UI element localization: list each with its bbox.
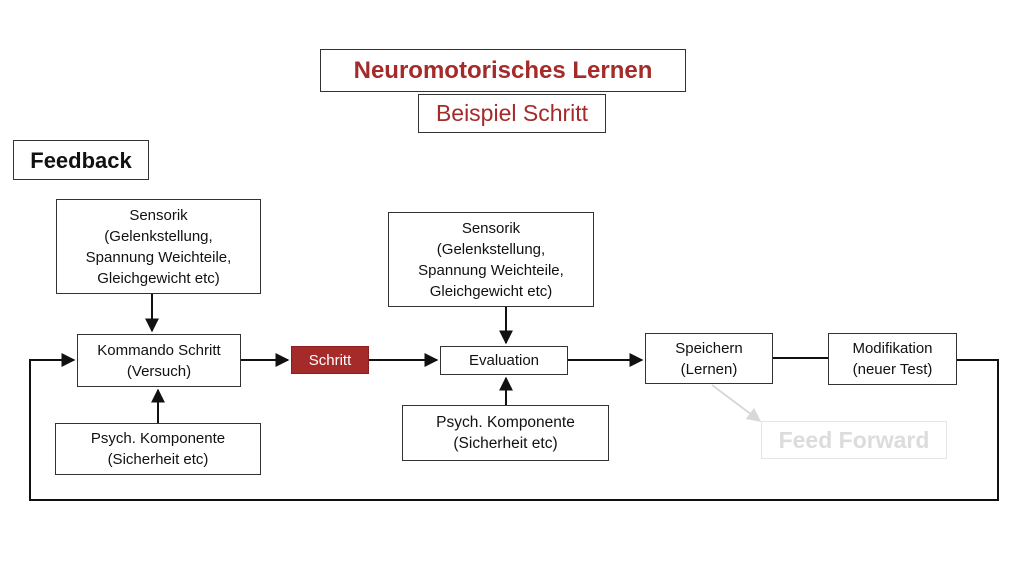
diagram-title: Neuromotorisches Lernen <box>320 49 686 92</box>
node-text-line: Spannung Weichteile, <box>418 261 564 279</box>
node-text-line: (Sicherheit etc) <box>453 435 558 452</box>
node-psych-right: Psych. Komponente (Sicherheit etc) <box>402 405 609 461</box>
node-schritt: Schritt <box>291 346 369 374</box>
node-text-line: Spannung Weichteile, <box>85 248 232 266</box>
node-text-line: Psych. Komponente <box>436 414 575 431</box>
node-modifikation: Modifikation (neuer Test) <box>828 333 957 385</box>
node-psych-left: Psych. Komponente (Sicherheit etc) <box>55 423 261 475</box>
node-text-line: Modifikation <box>852 340 933 357</box>
node-text-line: Sensorik <box>461 219 521 237</box>
node-text-line: Gleichgewicht etc) <box>97 269 220 287</box>
node-sensorik-right: Sensorik (Gelenkstellung, Spannung Weich… <box>388 212 594 307</box>
node-evaluation: Evaluation <box>440 346 568 375</box>
node-text-line: (neuer Test) <box>852 361 933 378</box>
feedback-label: Feedback <box>13 140 149 180</box>
feedback-loop-line <box>29 353 999 501</box>
node-text-line: Psych. Komponente <box>90 430 226 447</box>
node-feed-forward: Feed Forward <box>761 421 947 459</box>
node-text-line: Sensorik <box>129 206 188 224</box>
node-text-line: (Gelenkstellung, <box>104 227 213 245</box>
node-kommando-schritt: Kommando Schritt (Versuch) <box>77 334 241 387</box>
node-speichern: Speichern (Lernen) <box>645 333 773 384</box>
node-text-line: Gleichgewicht etc) <box>429 282 553 300</box>
node-text-line: (Gelenkstellung, <box>436 240 546 258</box>
node-text-line: Kommando Schritt <box>97 341 221 359</box>
node-text-line: Speichern <box>675 339 743 357</box>
node-sensorik-left: Sensorik (Gelenkstellung, Spannung Weich… <box>56 199 261 294</box>
node-text-line: (Sicherheit etc) <box>107 451 209 468</box>
diagram-subtitle: Beispiel Schritt <box>418 94 606 133</box>
node-text-line: (Versuch) <box>126 362 192 380</box>
arrow-feed-forward <box>711 384 762 422</box>
node-text-line: (Lernen) <box>680 360 738 378</box>
